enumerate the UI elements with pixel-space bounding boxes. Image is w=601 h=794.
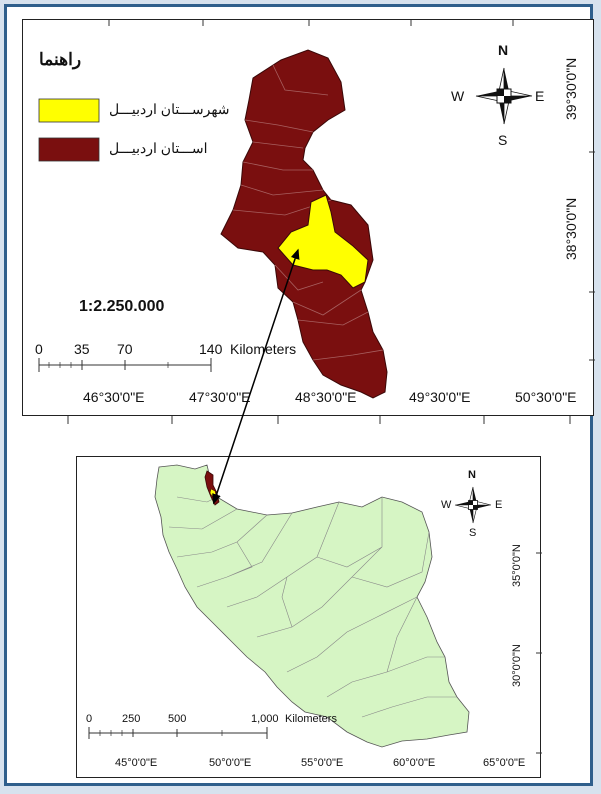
bottom-scalebar-tick-1000: 1,000 <box>251 713 279 725</box>
compass-w: W <box>451 88 465 104</box>
legend-label-county: شهرســـتان اردبیـــل <box>109 101 230 117</box>
compass-rose-icon-small <box>454 486 492 524</box>
iran-map-svg <box>88 464 542 754</box>
ardabil-county-shape <box>277 194 369 289</box>
bottom-lon-label-5: 65°0'0"E <box>483 757 526 769</box>
iran-location-map: 0 250 500 1,000 Kilometers 45°0'0"E 50°0… <box>76 456 542 778</box>
bottom-compass-e: E <box>495 499 503 511</box>
province-map-svg <box>38 20 595 399</box>
lon-label-3: 48°30'0"E <box>295 389 357 405</box>
compass-n: N <box>498 42 509 58</box>
legend-swatch-province <box>38 137 100 162</box>
lon-label-5: 50°30'0"E <box>515 389 577 405</box>
scale-ratio: 1:2.250.000 <box>79 298 165 315</box>
compass-s: S <box>498 132 508 148</box>
bottom-scalebar-unit: Kilometers <box>285 713 337 725</box>
bottom-scalebar-tick-500: 500 <box>168 713 187 725</box>
ardabil-province-map: راهنما شهرســـتان اردبیـــل اســـتان ارد… <box>22 19 595 416</box>
lon-label-4: 49°30'0"E <box>409 389 471 405</box>
bottom-lat-label-2: 30°0'0"N <box>511 644 523 687</box>
top-border-ticks <box>108 20 595 361</box>
scalebar-tick-70: 70 <box>117 341 133 357</box>
bottom-scalebar <box>88 727 268 739</box>
bottom-lon-label-3: 55°0'0"E <box>301 757 344 769</box>
bottom-compass-w: W <box>441 499 452 511</box>
bottom-lon-label-1: 45°0'0"E <box>115 757 158 769</box>
bottom-border-ticks <box>536 552 542 754</box>
iran-province-boundaries <box>168 496 457 718</box>
bottom-compass-n: N <box>468 469 476 481</box>
bottom-lat-label-1: 35°0'0"N <box>511 544 523 587</box>
lat-label-2: 38°30'0"N <box>563 197 579 260</box>
lon-label-2: 47°30'0"E <box>189 389 251 405</box>
bottom-scalebar-tick-250: 250 <box>122 713 141 725</box>
lon-label-1: 46°30'0"E <box>83 389 145 405</box>
bottom-compass-s: S <box>469 527 477 539</box>
legend-title: راهنما <box>39 50 82 69</box>
bottom-lon-label-2: 50°0'0"E <box>209 757 252 769</box>
top-scalebar <box>38 358 212 372</box>
legend-label-province: اســـتان اردبیـــل <box>109 140 208 156</box>
iran-country-shape <box>154 464 470 748</box>
compass-e: E <box>535 88 545 104</box>
compass-rose-icon <box>475 67 533 125</box>
bottom-scalebar-tick-0: 0 <box>86 713 93 725</box>
scalebar-tick-0: 0 <box>35 341 43 357</box>
legend-swatch-county <box>38 98 100 123</box>
lat-label-1: 39°30'0"N <box>563 57 579 120</box>
scalebar-tick-35: 35 <box>74 341 90 357</box>
scalebar-tick-140: 140 <box>199 341 223 357</box>
scalebar-unit: Kilometers <box>230 341 297 357</box>
bottom-lon-label-4: 60°0'0"E <box>393 757 436 769</box>
